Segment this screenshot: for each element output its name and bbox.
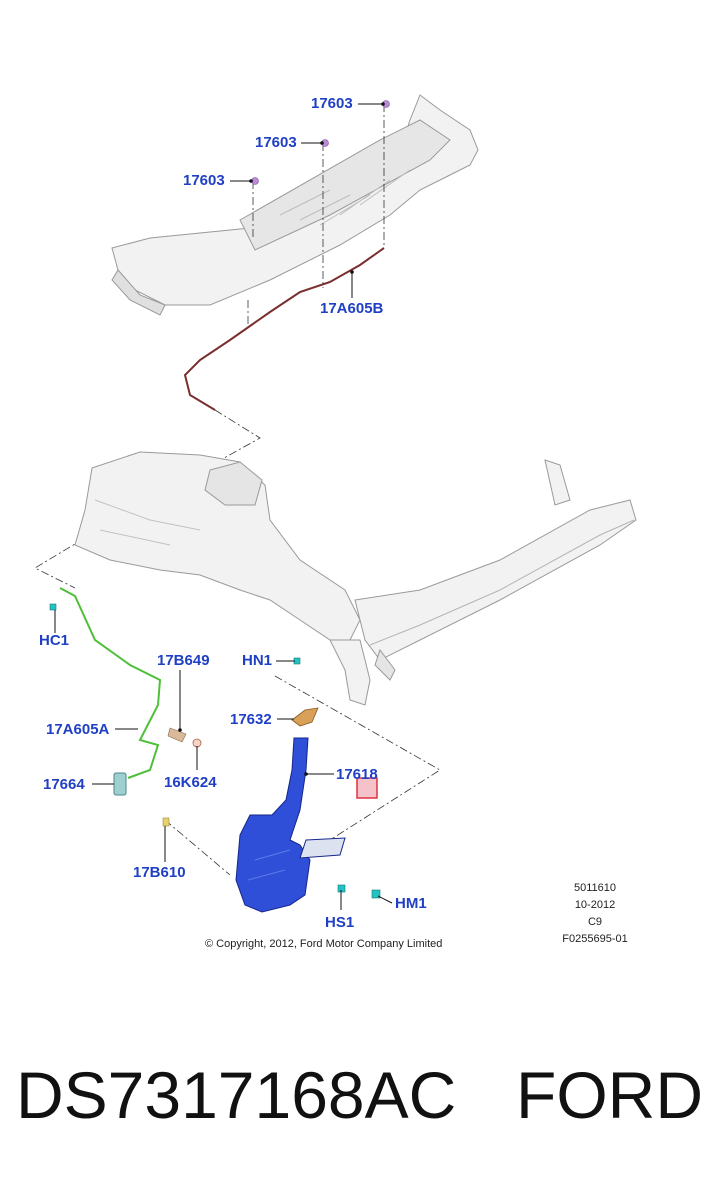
callout-17664: 17664	[43, 776, 85, 793]
callout-hn1: HN1	[242, 652, 273, 669]
callout-hs1: HS1	[325, 914, 355, 931]
callout-17603-lower: 17603	[183, 172, 225, 189]
callout-hc1: HC1	[39, 632, 70, 649]
callout-17b610: 17B610	[133, 864, 186, 881]
callout-17a605a: 17A605A	[46, 721, 110, 738]
filler-cap	[291, 707, 319, 727]
meta-line-1: 5011610	[573, 882, 616, 894]
meta-line-3: C9	[587, 916, 603, 929]
callout-dots	[178, 102, 385, 776]
washer-pump	[113, 772, 127, 796]
front-body-structure	[74, 451, 637, 706]
clip-leader-lines	[34, 104, 441, 876]
cowl-panel	[111, 94, 479, 316]
rear-washer-hose	[183, 247, 385, 411]
callout-17618: 17618	[336, 766, 378, 783]
callout-17a605b: 17A605B	[320, 300, 384, 317]
connectors	[49, 603, 381, 899]
callout-hm1: HM1	[395, 895, 427, 912]
washer-reservoir	[235, 737, 346, 913]
callout-17632: 17632	[230, 711, 272, 728]
copyright-notice: © Copyright, 2012, Ford Motor Company Li…	[205, 938, 443, 950]
parts-diagram	[34, 94, 637, 913]
meta-line-4: F0255695-01	[562, 933, 628, 946]
part-number: DS7317168AC	[16, 1058, 457, 1132]
brand-name: FORD	[516, 1058, 703, 1132]
drawing-metadata: 5011610 10-2012 C9 F0255695-01	[555, 880, 635, 948]
callout-17603-middle: 17603	[255, 134, 297, 151]
callout-17b649: 17B649	[157, 652, 210, 669]
callout-17603-top: 17603	[311, 95, 353, 112]
meta-line-2: 10-2012	[574, 899, 616, 912]
callout-leaders	[54, 103, 393, 910]
callout-16k624: 16K624	[164, 774, 217, 791]
highlight-marker	[356, 777, 378, 799]
front-washer-hose	[59, 587, 162, 779]
